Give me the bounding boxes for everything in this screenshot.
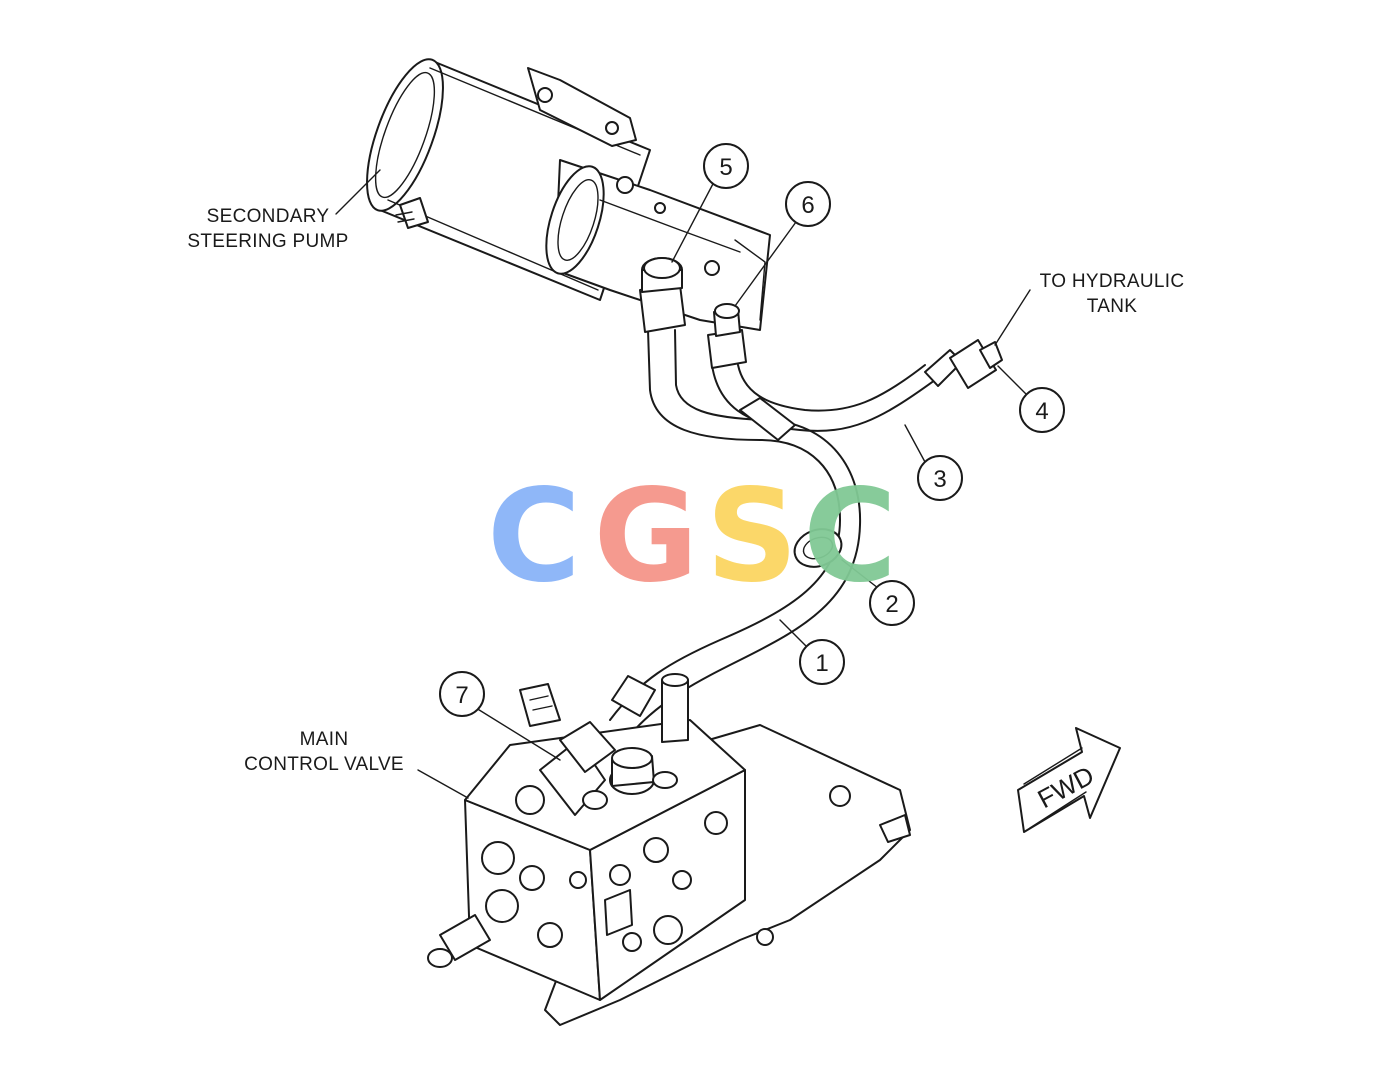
- fitting-5: [639, 257, 686, 333]
- valve-label-line1: MAIN: [300, 729, 349, 750]
- cgsc-watermark: C G S C: [487, 462, 897, 611]
- callout-7-text: 7: [455, 682, 468, 709]
- valve-label-line2: CONTROL VALVE: [244, 754, 404, 775]
- valve-leader-line: [417, 769, 469, 799]
- callout-3-text: 3: [933, 466, 946, 493]
- main-control-valve: [427, 673, 911, 1026]
- tank-label-line2: TANK: [1087, 296, 1137, 317]
- fwd-arrow: FWD: [1017, 727, 1121, 833]
- callout-4-text: 4: [1035, 398, 1048, 425]
- callout-2: 2: [841, 559, 915, 626]
- callout-3: 3: [904, 424, 963, 501]
- watermark-letter-2: G: [593, 462, 698, 611]
- callout-5: 5: [671, 143, 749, 263]
- tank-label-line1: TO HYDRAULIC: [1040, 271, 1185, 292]
- watermark-letter-3: S: [706, 462, 798, 611]
- tank-leader-line: [994, 289, 1031, 346]
- valve-label: MAIN CONTROL VALVE: [244, 729, 404, 775]
- hose-clamp: [793, 528, 843, 568]
- pump-label-line1: SECONDARY: [207, 206, 330, 227]
- callout-7: 7: [439, 671, 561, 761]
- callout-4: 4: [997, 365, 1065, 433]
- tank-label: TO HYDRAULIC TANK: [1040, 271, 1185, 317]
- callout-1-text: 1: [815, 650, 828, 677]
- pump-label-line2: STEERING PUMP: [187, 231, 348, 252]
- secondary-steering-pump: [366, 58, 771, 331]
- callout-6-text: 6: [801, 192, 814, 219]
- watermark-letter-1: C: [487, 462, 581, 611]
- fitting-6: [707, 303, 747, 369]
- pump-label: SECONDARY STEERING PUMP: [187, 206, 348, 252]
- callout-1: 1: [779, 619, 845, 685]
- fitting-4: [949, 339, 1003, 389]
- pump-leader-line: [335, 169, 381, 215]
- watermark-letter-4: C: [803, 462, 897, 611]
- callout-5-text: 5: [719, 154, 732, 181]
- callout-2-text: 2: [885, 591, 898, 618]
- callout-6: 6: [734, 181, 831, 307]
